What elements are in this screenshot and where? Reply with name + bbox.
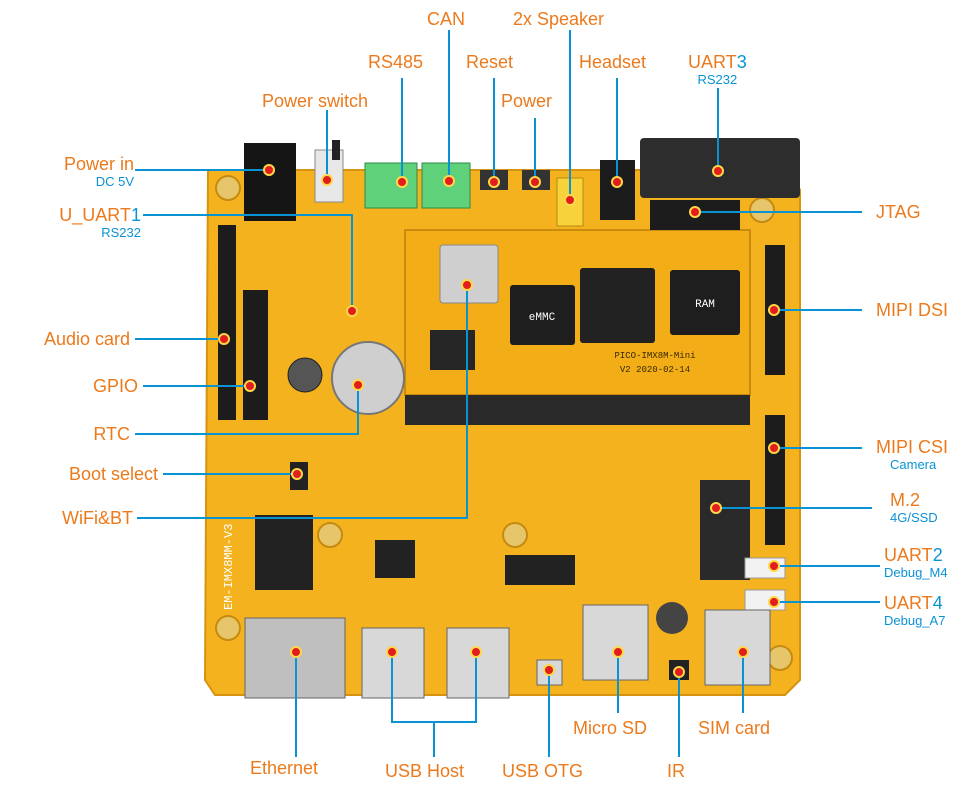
marker-uart2 <box>768 560 780 572</box>
som-model-text: PICO-IMX8M-Mini <box>614 351 695 361</box>
label-rs485: RS485 <box>368 52 424 72</box>
rs485-terminal <box>364 162 418 209</box>
leader-u-uart1 <box>143 214 353 311</box>
label-uart4: UART4 Debug_A7 <box>884 593 946 628</box>
mount-hole <box>215 175 241 201</box>
label-power-in: Power in DC 5V <box>63 154 134 189</box>
mount-hole <box>317 522 343 548</box>
pmic-chip <box>430 330 475 370</box>
leader-lines <box>135 30 880 757</box>
label-jtag: JTAG <box>876 202 921 222</box>
leader-wifi <box>137 285 468 519</box>
label-mipi-dsi: MIPI DSI <box>876 300 949 320</box>
wifi-module <box>439 244 499 304</box>
usb-chip <box>505 555 575 585</box>
marker-mipi-dsi <box>768 304 780 316</box>
label-boot-select: Boot select <box>68 464 158 484</box>
emmc-text: eMMC <box>529 312 556 324</box>
marker-boot <box>291 468 303 480</box>
label-ir: IR <box>667 761 685 781</box>
label-audio-card: Audio card <box>43 329 130 349</box>
label-usb-host: USB Host <box>385 761 465 781</box>
m2-slot <box>700 480 750 580</box>
marker-u-uart1 <box>346 305 358 317</box>
label-gpio: GPIO <box>92 376 138 396</box>
label-m2: M.2 4G/SSD <box>890 490 938 525</box>
ram-text: RAM <box>695 299 715 311</box>
marker-power-switch <box>321 174 333 186</box>
label-reset: Reset <box>466 52 514 72</box>
sodimm-slot <box>405 395 750 425</box>
microsd-slot <box>582 604 649 681</box>
marker-usb-host-1 <box>386 646 398 658</box>
marker-audio <box>218 333 230 345</box>
capacitor-2 <box>656 602 688 634</box>
board-id-text: EM-IMX8MM-V3 <box>222 524 236 610</box>
marker-uart3 <box>712 165 724 177</box>
mount-hole <box>502 522 528 548</box>
cpu-chip <box>580 268 655 343</box>
sim-slot <box>704 609 771 686</box>
marker-mipi-csi <box>768 442 780 454</box>
mount-hole <box>215 615 241 641</box>
marker-ir <box>673 666 685 678</box>
marker-can <box>443 175 455 187</box>
marker-sim <box>737 646 749 658</box>
marker-gpio <box>244 380 256 392</box>
ethernet-magnetics <box>255 515 313 590</box>
marker-power <box>529 176 541 188</box>
marker-jtag <box>689 206 701 218</box>
label-headset: Headset <box>579 52 647 72</box>
usb-hub-chip <box>375 540 415 578</box>
marker-usb-otg <box>543 664 555 676</box>
usb-host-2 <box>446 627 510 699</box>
label-power-switch: Power switch <box>262 91 369 111</box>
label-uart2: UART2 Debug_M4 <box>884 545 948 580</box>
ram-chip <box>670 270 740 335</box>
marker-m2 <box>710 502 722 514</box>
som-version-text: V2 2020-02-14 <box>620 365 690 375</box>
marker-wifi <box>461 279 473 291</box>
header-mipi-csi <box>765 415 785 545</box>
marker-headset <box>611 176 623 188</box>
label-mipi-csi: MIPI CSI Camera <box>876 437 949 472</box>
label-ethernet: Ethernet <box>250 758 319 778</box>
header-audio <box>218 225 236 420</box>
label-uart3: UART3 RS232 <box>688 52 747 87</box>
dc-jack <box>244 143 296 221</box>
marker-power-in <box>263 164 275 176</box>
rtc-battery <box>331 341 405 415</box>
marker-rs485 <box>396 176 408 188</box>
marker-usb-host-2 <box>470 646 482 658</box>
markers <box>218 164 780 678</box>
header-gpio <box>243 290 268 420</box>
label-can: CAN <box>427 9 466 29</box>
marker-ethernet <box>290 646 302 658</box>
label-usb-otg: USB OTG <box>502 761 584 781</box>
marker-microsd <box>612 646 624 658</box>
label-rtc: RTC <box>93 424 130 444</box>
marker-speaker <box>564 194 576 206</box>
label-wifi-bt: WiFi&BT <box>62 508 133 528</box>
mount-hole <box>767 645 793 671</box>
mount-hole <box>749 197 775 223</box>
label-power: Power <box>501 91 553 111</box>
marker-uart4 <box>768 596 780 608</box>
power-switch-lever <box>332 140 340 160</box>
marker-reset <box>488 176 500 188</box>
label-speaker: 2x Speaker <box>513 9 605 29</box>
label-u-uart1: U_UART1 RS232 <box>59 205 141 240</box>
capacitor <box>287 357 323 393</box>
label-sim-card: SIM card <box>698 718 771 738</box>
leader-rtc <box>135 385 359 435</box>
emmc-chip <box>510 285 575 345</box>
leader-usb-host <box>391 652 477 757</box>
label-micro-sd: Micro SD <box>573 718 648 738</box>
marker-rtc <box>352 379 364 391</box>
